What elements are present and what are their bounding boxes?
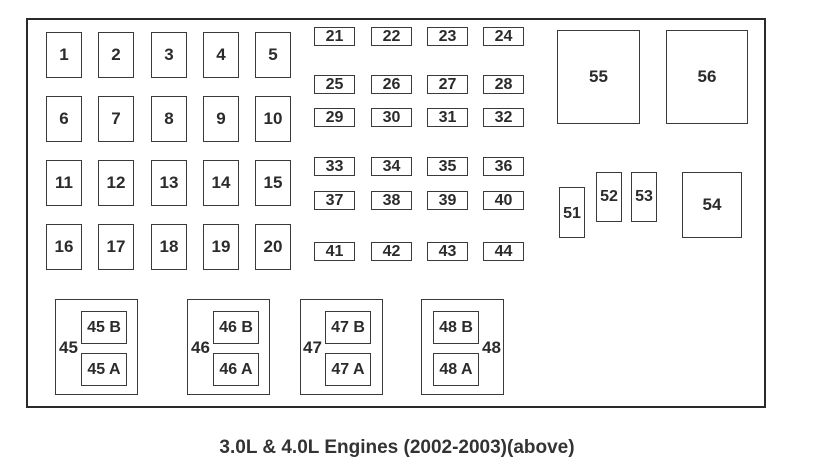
fuse-33[interactable]: 33 (314, 157, 355, 176)
fuse-20[interactable]: 20 (255, 224, 291, 270)
fuse-5[interactable]: 5 (255, 32, 291, 78)
fuse-34[interactable]: 34 (371, 157, 412, 176)
fuse-22[interactable]: 22 (371, 27, 412, 46)
fuse-2[interactable]: 2 (98, 32, 134, 78)
fuse-38[interactable]: 38 (371, 191, 412, 210)
fuse-9[interactable]: 9 (203, 96, 239, 142)
fuse-21[interactable]: 21 (314, 27, 355, 46)
fuse-37[interactable]: 37 (314, 191, 355, 210)
relay-group-46[interactable]: 46 46 B 46 A (187, 299, 270, 395)
fuse-13[interactable]: 13 (151, 160, 187, 206)
fuse-15[interactable]: 15 (255, 160, 291, 206)
relay-group-48[interactable]: 48 48 B 48 A (421, 299, 504, 395)
fuse-45a[interactable]: 45 A (81, 353, 127, 386)
relay-group-47[interactable]: 47 47 B 47 A (300, 299, 383, 395)
fuse-47a[interactable]: 47 A (325, 353, 371, 386)
relay-group-45[interactable]: 45 45 B 45 A (55, 299, 138, 395)
fuse-23[interactable]: 23 (427, 27, 468, 46)
fuse-39[interactable]: 39 (427, 191, 468, 210)
fuse-42[interactable]: 42 (371, 242, 412, 261)
fuse-48b[interactable]: 48 B (433, 311, 479, 344)
fuse-25[interactable]: 25 (314, 75, 355, 94)
relay-51[interactable]: 51 (559, 187, 585, 238)
fuse-12[interactable]: 12 (98, 160, 134, 206)
fuse-41[interactable]: 41 (314, 242, 355, 261)
fuse-17[interactable]: 17 (98, 224, 134, 270)
fuse-6[interactable]: 6 (46, 96, 82, 142)
fuse-36[interactable]: 36 (483, 157, 524, 176)
fuse-19[interactable]: 19 (203, 224, 239, 270)
fuse-16[interactable]: 16 (46, 224, 82, 270)
fuse-43[interactable]: 43 (427, 242, 468, 261)
fuse-31[interactable]: 31 (427, 108, 468, 127)
fuse-14[interactable]: 14 (203, 160, 239, 206)
fuse-28[interactable]: 28 (483, 75, 524, 94)
fuse-26[interactable]: 26 (371, 75, 412, 94)
fuse-10[interactable]: 10 (255, 96, 291, 142)
fuse-35[interactable]: 35 (427, 157, 468, 176)
fuse-11[interactable]: 11 (46, 160, 82, 206)
fuse-32[interactable]: 32 (483, 108, 524, 127)
group-label: 45 (59, 338, 78, 357)
relay-55[interactable]: 55 (557, 30, 640, 124)
relay-54[interactable]: 54 (682, 172, 742, 238)
diagram-caption: 3.0L & 4.0L Engines (2002-2003)(above) (219, 437, 575, 458)
relay-56[interactable]: 56 (666, 30, 748, 124)
fuse-48a[interactable]: 48 A (433, 353, 479, 386)
fuse-46b[interactable]: 46 B (213, 311, 259, 344)
relay-52[interactable]: 52 (596, 172, 622, 222)
fuse-27[interactable]: 27 (427, 75, 468, 94)
fuse-30[interactable]: 30 (371, 108, 412, 127)
fuse-29[interactable]: 29 (314, 108, 355, 127)
fuse-40[interactable]: 40 (483, 191, 524, 210)
fuse-46a[interactable]: 46 A (213, 353, 259, 386)
group-label: 46 (191, 338, 210, 357)
fuse-44[interactable]: 44 (483, 242, 524, 261)
fuse-4[interactable]: 4 (203, 32, 239, 78)
fuse-47b[interactable]: 47 B (325, 311, 371, 344)
group-label: 48 (482, 338, 501, 357)
fuse-8[interactable]: 8 (151, 96, 187, 142)
group-label: 47 (303, 338, 322, 357)
fuse-1[interactable]: 1 (46, 32, 82, 78)
relay-53[interactable]: 53 (631, 172, 657, 222)
fuse-3[interactable]: 3 (151, 32, 187, 78)
fuse-45b[interactable]: 45 B (81, 311, 127, 344)
fuse-18[interactable]: 18 (151, 224, 187, 270)
fuse-24[interactable]: 24 (483, 27, 524, 46)
fuse-7[interactable]: 7 (98, 96, 134, 142)
fuse-box-outline (26, 18, 766, 408)
